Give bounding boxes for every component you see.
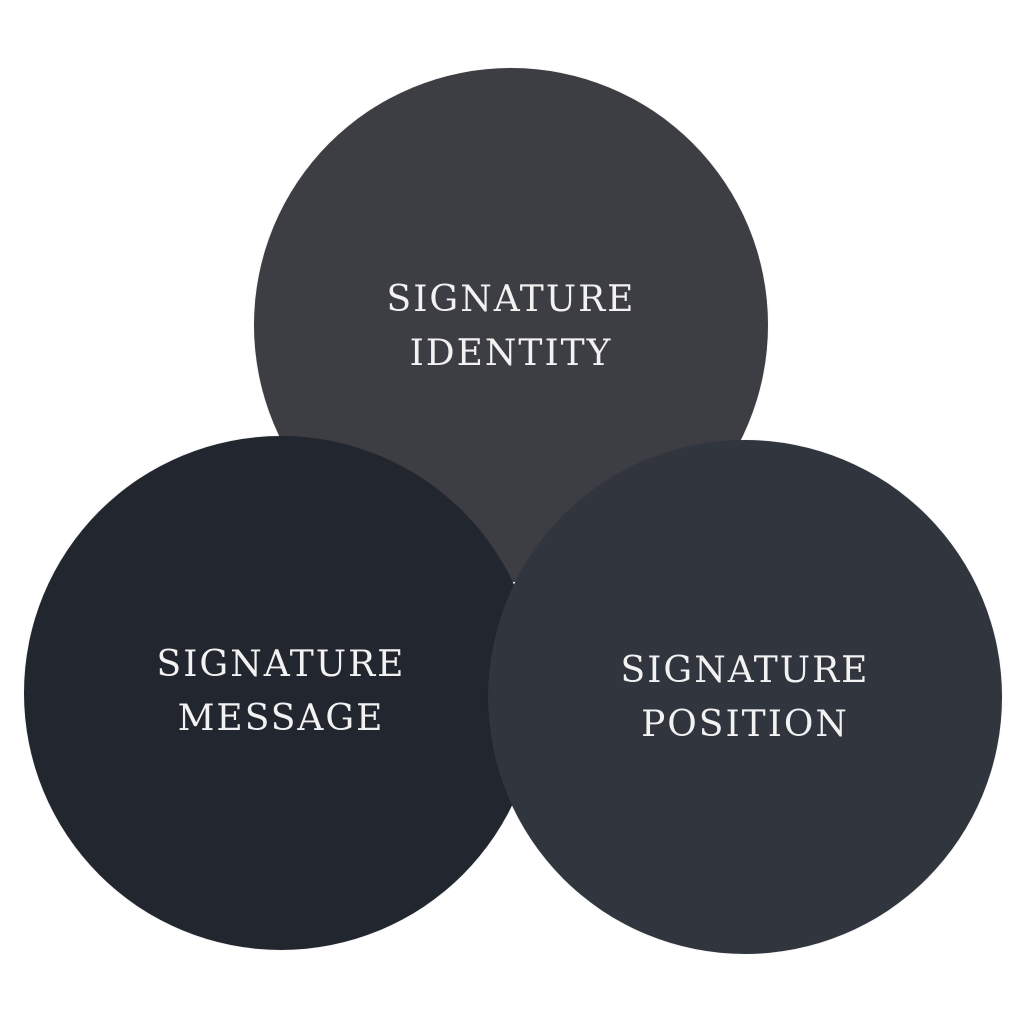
label-line-1: SIGNATURE xyxy=(156,644,406,685)
label-line-1: SIGNATURE xyxy=(386,279,636,320)
label-line-2: MESSAGE xyxy=(177,698,385,739)
circle-signature-position: SIGNATURE POSITION xyxy=(488,440,1002,954)
circle-label-message: SIGNATURE MESSAGE xyxy=(24,638,538,746)
circle-signature-message: SIGNATURE MESSAGE xyxy=(24,436,538,950)
label-line-1: SIGNATURE xyxy=(620,650,870,691)
circle-label-identity: SIGNATURE IDENTITY xyxy=(254,273,768,381)
label-line-2: POSITION xyxy=(641,704,849,745)
label-line-2: IDENTITY xyxy=(409,333,613,374)
circle-label-position: SIGNATURE POSITION xyxy=(488,644,1002,752)
